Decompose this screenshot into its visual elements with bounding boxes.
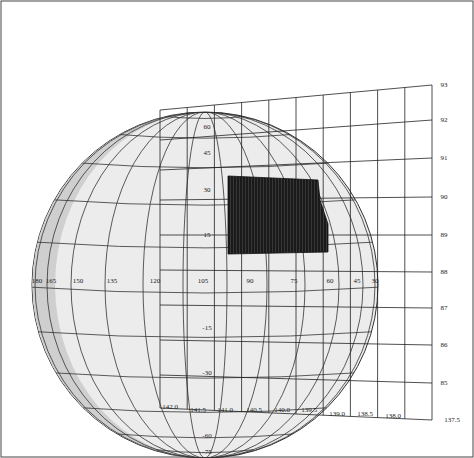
parallel bbox=[79, 163, 332, 168]
grid-label: 141.0 bbox=[217, 407, 233, 414]
grid-label: 30 bbox=[204, 187, 211, 194]
grid-label: 15 bbox=[204, 232, 211, 239]
grid-label: -15 bbox=[202, 325, 211, 332]
scan-column bbox=[377, 90, 378, 418]
grid-label: 138.0 bbox=[385, 413, 401, 420]
scan-grid bbox=[160, 85, 432, 420]
grid-label: 141.5 bbox=[190, 407, 206, 414]
parallel bbox=[115, 134, 296, 138]
grid-label: 60 bbox=[204, 124, 211, 131]
grid-label: 165 bbox=[46, 278, 57, 285]
scan-column bbox=[404, 88, 405, 419]
grid-label: 105 bbox=[198, 278, 209, 285]
meridian bbox=[35, 112, 375, 458]
grid-label: 140.0 bbox=[274, 407, 290, 414]
scan-column bbox=[214, 105, 215, 410]
grid-label: 86 bbox=[441, 342, 448, 349]
grid-label: 90 bbox=[247, 278, 254, 285]
grid-label: 88 bbox=[441, 269, 448, 276]
grid-label: 60 bbox=[327, 278, 334, 285]
scan-patch bbox=[228, 176, 328, 254]
grid-label: 91 bbox=[441, 155, 448, 162]
grid-label: 85 bbox=[441, 380, 448, 387]
meridian bbox=[143, 112, 267, 458]
grid-label: 93 bbox=[441, 82, 448, 89]
grid-label: 138.5 bbox=[357, 411, 373, 418]
grid-label: 90 bbox=[441, 194, 448, 201]
grid-label: 139.5 bbox=[301, 407, 317, 414]
meridian bbox=[105, 112, 305, 458]
grid-label: 45 bbox=[354, 278, 361, 285]
graticule bbox=[28, 112, 382, 458]
grid-label: 180 bbox=[32, 278, 43, 285]
scan-column bbox=[160, 110, 161, 408]
grid-label: 87 bbox=[441, 305, 448, 312]
grid-label: 30 bbox=[372, 278, 379, 285]
grid-label: 137.5 bbox=[444, 417, 460, 424]
grid-label: 120 bbox=[150, 278, 161, 285]
shade bbox=[32, 112, 205, 458]
grid-label: -30 bbox=[202, 370, 211, 377]
parallel bbox=[156, 115, 254, 118]
grid-label: 150 bbox=[73, 278, 84, 285]
parallel bbox=[28, 287, 382, 293]
grid-label: -60 bbox=[202, 433, 211, 440]
grid-label: -75 bbox=[202, 449, 211, 456]
grid-label: 140.5 bbox=[246, 407, 262, 414]
globe bbox=[32, 112, 378, 458]
scan-column bbox=[268, 100, 269, 413]
parallel bbox=[34, 332, 376, 338]
scan-column bbox=[323, 95, 324, 415]
grid-label: 75 bbox=[291, 278, 298, 285]
scan-column bbox=[241, 103, 242, 412]
scan-column bbox=[350, 93, 351, 417]
scan-column bbox=[432, 85, 433, 420]
meridian bbox=[47, 112, 363, 458]
scan-column bbox=[296, 98, 297, 415]
grid-label: 139.0 bbox=[329, 411, 345, 418]
scan-column bbox=[187, 108, 188, 410]
grid-label: 92 bbox=[441, 117, 448, 124]
grid-label: 45 bbox=[204, 150, 211, 157]
grid-label: 89 bbox=[441, 232, 448, 239]
grid-label: 142.0 bbox=[162, 404, 178, 411]
grid-label: 135 bbox=[107, 278, 118, 285]
